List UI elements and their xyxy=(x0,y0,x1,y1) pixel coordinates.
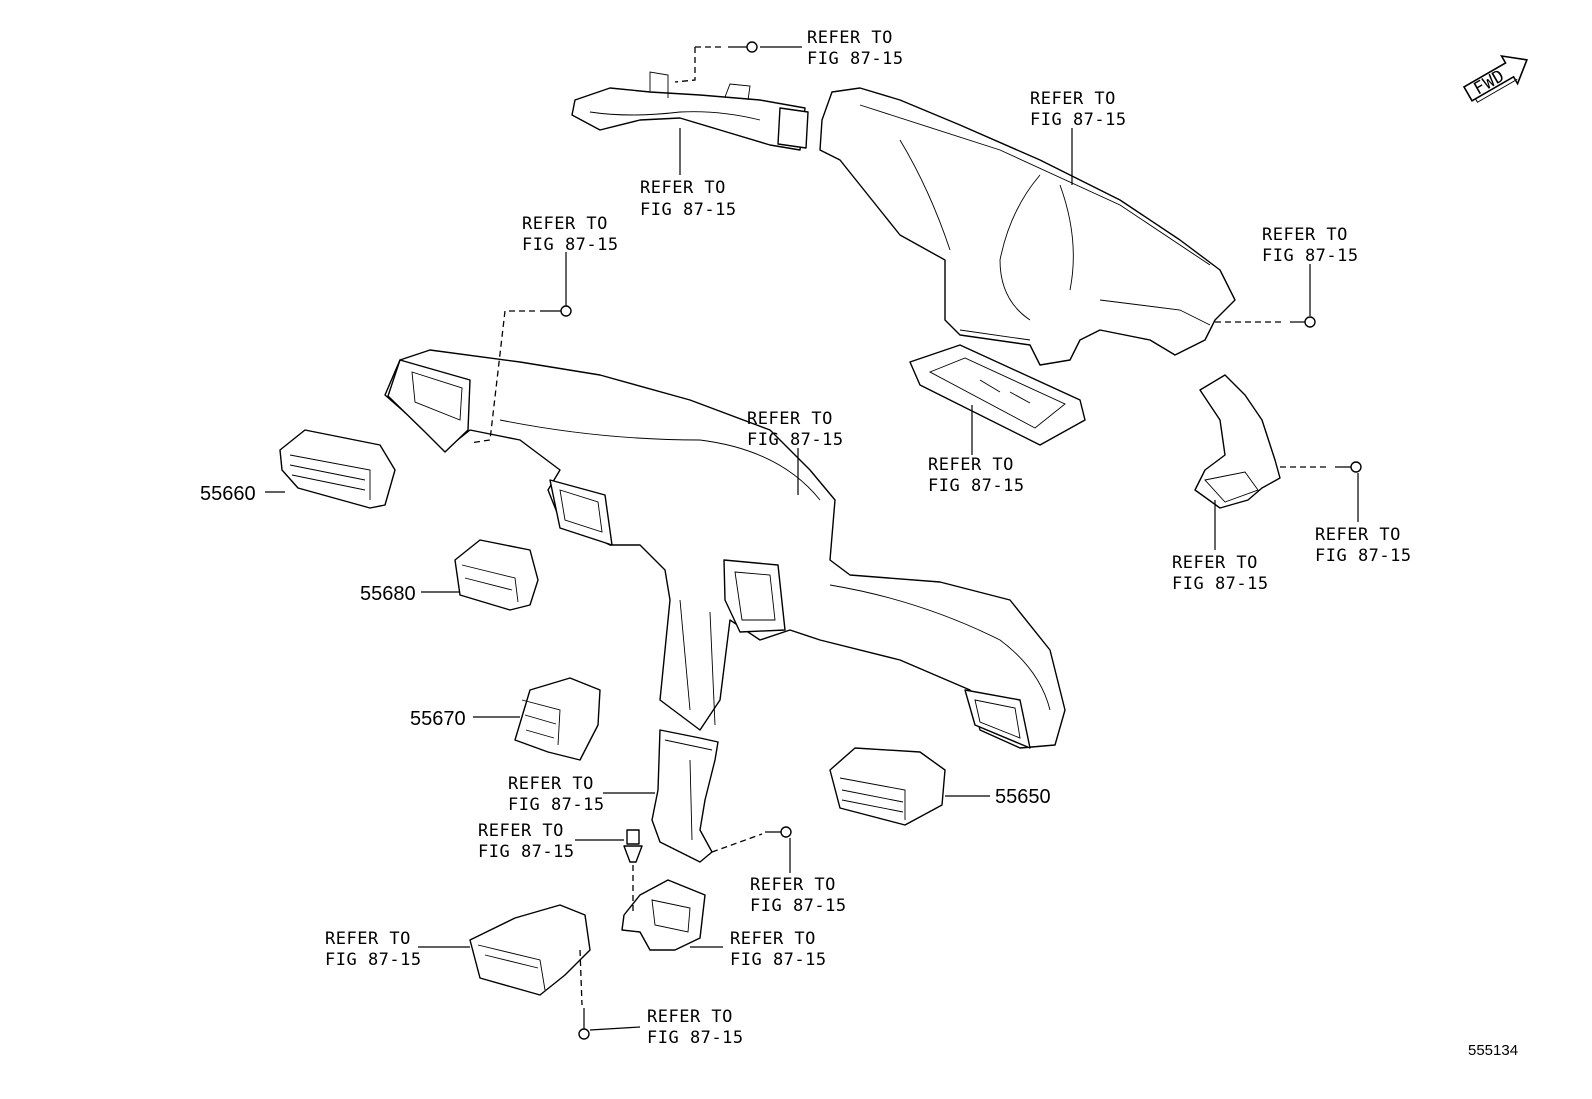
svg-text:FIG 87-15: FIG 87-15 xyxy=(325,950,422,970)
upper-side-duct xyxy=(571,71,809,151)
svg-text:REFER TO: REFER TO xyxy=(640,178,726,198)
svg-text:FIG 87-15: FIG 87-15 xyxy=(1262,246,1359,266)
svg-text:REFER TO: REFER TO xyxy=(325,929,411,949)
screws xyxy=(540,41,1362,1040)
svg-text:FIG 87-15: FIG 87-15 xyxy=(1315,546,1412,566)
svg-text:FIG 87-15: FIG 87-15 xyxy=(1030,110,1127,130)
svg-text:FIG 87-15: FIG 87-15 xyxy=(478,842,575,862)
part-number-55650: 55650 xyxy=(995,786,1051,808)
lower-center-duct xyxy=(651,729,719,863)
right-side-duct xyxy=(1194,374,1281,509)
svg-text:REFER TO: REFER TO xyxy=(1315,525,1401,545)
svg-text:REFER TO: REFER TO xyxy=(750,875,836,895)
refer-label-top: REFER TO FIG 87-15 xyxy=(807,28,904,69)
svg-text:FIG 87-15: FIG 87-15 xyxy=(508,795,605,815)
screw-right-lower xyxy=(1335,461,1362,473)
screw-right-upper xyxy=(1290,316,1316,328)
refer-label-clip: REFER TO FIG 87-15 xyxy=(478,821,575,862)
refer-label-right-screw: REFER TO FIG 87-15 xyxy=(1262,225,1359,266)
register-55670 xyxy=(514,677,601,761)
screw-top xyxy=(728,41,758,53)
leader-lines xyxy=(265,46,1359,1031)
screw-bottom xyxy=(578,1008,590,1040)
refer-label-lower-duct: REFER TO FIG 87-15 xyxy=(508,774,605,815)
part-number-55670: 55670 xyxy=(410,708,466,730)
refer-label-upper-side: REFER TO FIG 87-15 xyxy=(640,178,737,220)
lower-bracket xyxy=(621,879,706,951)
svg-text:FIG 87-15: FIG 87-15 xyxy=(807,49,904,69)
upper-main-duct xyxy=(819,87,1236,366)
lower-left-register xyxy=(469,904,591,996)
svg-text:FIG 87-15: FIG 87-15 xyxy=(730,950,827,970)
svg-text:FIG 87-15: FIG 87-15 xyxy=(647,1028,744,1048)
defroster-nozzle-tray xyxy=(909,344,1086,446)
refer-label-bottom-screw: REFER TO FIG 87-15 xyxy=(647,1007,744,1048)
svg-text:FIG 87-15: FIG 87-15 xyxy=(640,200,737,220)
svg-text:FIG 87-15: FIG 87-15 xyxy=(750,896,847,916)
svg-text:REFER TO: REFER TO xyxy=(1262,225,1348,245)
part-number-55680: 55680 xyxy=(360,583,416,605)
svg-text:REFER TO: REFER TO xyxy=(747,409,833,429)
svg-text:REFER TO: REFER TO xyxy=(647,1007,733,1027)
svg-text:REFER TO: REFER TO xyxy=(522,214,608,234)
refer-label-left-screw: REFER TO FIG 87-15 xyxy=(522,214,619,255)
svg-text:FIG 87-15: FIG 87-15 xyxy=(1172,574,1269,594)
register-55680 xyxy=(454,539,539,611)
refer-label-center-duct: REFER TO FIG 87-15 xyxy=(747,409,844,450)
refer-label-right-duct: REFER TO FIG 87-15 xyxy=(1172,553,1269,594)
svg-text:FIG 87-15: FIG 87-15 xyxy=(747,430,844,450)
refer-label-tray: REFER TO FIG 87-15 xyxy=(928,455,1025,496)
figure-id: 555134 xyxy=(1468,1042,1518,1059)
fwd-arrow-icon: FWD xyxy=(1462,54,1528,103)
refer-label-lower-left-register: REFER TO FIG 87-15 xyxy=(325,929,422,970)
refer-label-center-screw: REFER TO FIG 87-15 xyxy=(750,875,847,916)
screw-left-upper xyxy=(540,305,572,317)
svg-text:REFER TO: REFER TO xyxy=(807,28,893,48)
refer-label-bracket: REFER TO FIG 87-15 xyxy=(730,929,827,970)
part-number-55660: 55660 xyxy=(200,483,256,505)
refer-label-upper-main: REFER TO FIG 87-15 xyxy=(1030,89,1127,130)
svg-text:REFER TO: REFER TO xyxy=(1030,89,1116,109)
clip-center xyxy=(623,829,643,863)
svg-text:REFER TO: REFER TO xyxy=(508,774,594,794)
svg-text:FIG 87-15: FIG 87-15 xyxy=(522,235,619,255)
center-main-duct xyxy=(384,349,1066,749)
refer-label-right-lower-screw: REFER TO FIG 87-15 xyxy=(1315,525,1412,566)
svg-text:FIG 87-15: FIG 87-15 xyxy=(928,476,1025,496)
svg-text:REFER TO: REFER TO xyxy=(1172,553,1258,573)
screw-center-lower xyxy=(765,826,792,838)
svg-text:REFER TO: REFER TO xyxy=(928,455,1014,475)
register-55650 xyxy=(829,747,946,826)
installation-lines xyxy=(469,46,1330,1006)
svg-text:REFER TO: REFER TO xyxy=(730,929,816,949)
register-55660 xyxy=(279,429,396,509)
svg-text:REFER TO: REFER TO xyxy=(478,821,564,841)
